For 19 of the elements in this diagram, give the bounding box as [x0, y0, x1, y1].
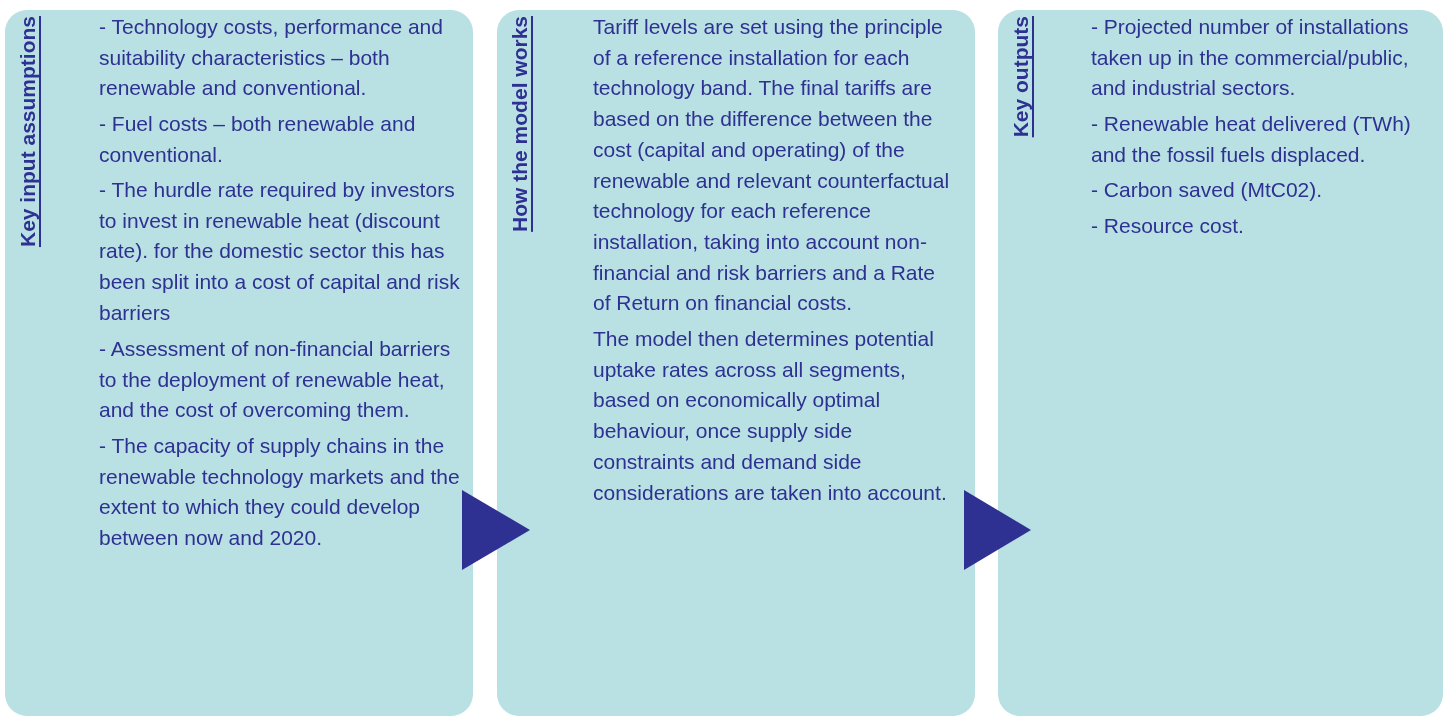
vertical-heading: How the model works — [507, 16, 532, 232]
paragraph: - Renewable heat delivered (TWh) and the fossil fuels displaced. — [1091, 111, 1412, 168]
vertical-heading: Key input assumptions — [15, 16, 40, 248]
panel-card — [497, 10, 975, 716]
paragraph: - The capacity of supply chains in the renewable technology markets and the extent to which they could develop between now and 2020. — [99, 433, 461, 552]
panel-card — [5, 10, 473, 716]
paragraph: - Technology costs, performance and suitability characteristics – both renewable and conventional. — [99, 14, 444, 102]
paragraph: - The hurdle rate required by investors to invest in renewable heat (discount rate). for the domestic sector this has been split into a cost of capital and risk barriers — [99, 177, 461, 326]
paragraph: The model then determines potential uptake rates across all segments, based on economically optimal behaviour, once supply side constraints and demand side considerations are taken into account. — [593, 326, 948, 506]
paragraph: Tariff levels are set using the principle of a reference installation for each technology band. The final tariffs are based on the difference between the cost (capital and operating) of the renewable and relevant counterfactual technology for each reference installation, taking into account non-financial and risk barriers and a Rate of Return on financial costs. — [593, 14, 951, 317]
arrow — [964, 490, 1031, 570]
vertical-heading: Key outputs — [1008, 16, 1033, 138]
paragraph: - Projected number of installations taken up in the commercial/public, and industrial sectors. — [1091, 14, 1410, 102]
panel-card — [998, 10, 1443, 716]
paragraph: - Fuel costs – both renewable and conventional. — [99, 111, 417, 168]
arrow — [462, 490, 530, 570]
paragraph: - Assessment of non-financial barriers to the deployment of renewable heat, and the cost of overcoming them. — [99, 336, 452, 424]
paragraph: - Carbon saved (MtC02). — [1091, 177, 1324, 203]
paragraph: - Resource cost. — [1091, 213, 1245, 239]
